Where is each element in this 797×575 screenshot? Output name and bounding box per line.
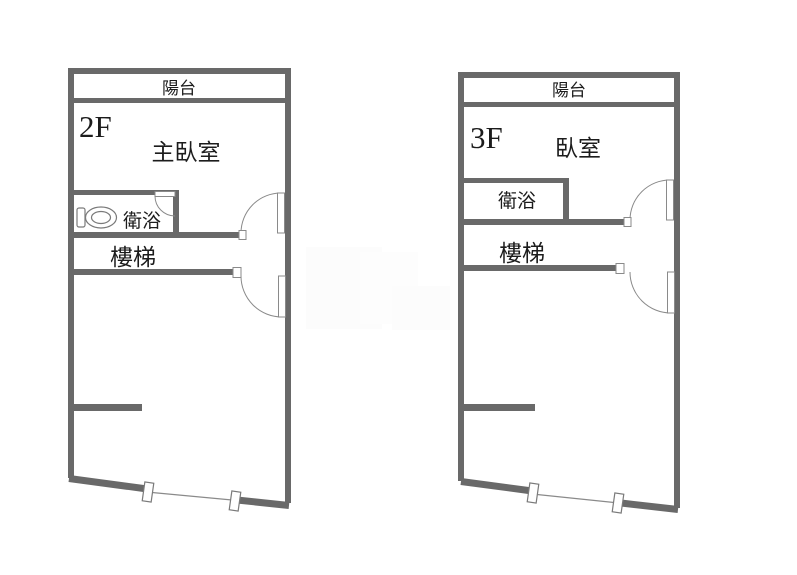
bedroom-label-3f: 臥室 [555,135,601,161]
room-door-arc-3f [629,271,672,314]
door-jamb [623,217,632,227]
room-door-arc-2f [240,275,283,318]
stairs-label-3f: 樓梯 [499,240,545,266]
door-jamb [232,267,242,278]
floor-plan-2f: 陽台 2F 主臥室 衛浴 樓梯 [68,68,291,512]
bathroom-door-leaf-2f [154,191,176,197]
bedroom-label-2f: 主臥室 [152,139,221,165]
bathroom-label-3f: 衛浴 [498,190,536,212]
wall [68,232,245,238]
wall [674,72,680,508]
wall [68,68,291,74]
wall [563,178,569,225]
wall [458,219,630,225]
door-jamb [238,230,247,240]
balcony-wall-3f [464,102,674,107]
bathroom-label-2f: 衛浴 [123,210,161,232]
stub-wall-2f [68,404,142,411]
floor-plan-3f: 陽台 3F 臥室 衛浴 樓梯 [458,72,680,514]
bottom-wall-3f [460,478,679,514]
toilet-icon [76,206,118,229]
balcony-label-3f: 陽台 [552,81,586,100]
bedroom-door-leaf-2f [277,192,285,234]
bedroom-door-arc-3f [629,179,671,221]
bottom-wall-2f [68,475,290,512]
outer-walls-3f [458,72,680,508]
door-post [228,490,242,512]
room-door-leaf-3f [667,271,675,314]
door-post [526,482,540,504]
wall [173,190,179,237]
wall [74,190,179,195]
room-door-leaf-2f [278,275,286,318]
stairs-wall-3f [458,265,623,271]
bathroom-walls-2f [68,190,245,238]
wall [458,72,464,481]
bathroom-walls-3f [458,178,630,225]
wall [458,72,680,78]
wall [285,68,291,503]
watermark [306,247,450,330]
stub-wall-3f [458,404,535,411]
bedroom-door-leaf-3f [666,179,674,221]
balcony-label-2f: 陽台 [162,79,196,98]
door-post [611,492,625,514]
door-jamb [615,263,625,274]
floor-label-3f: 3F [470,120,503,155]
door-post [141,481,155,503]
balcony-wall-2f [74,98,285,103]
stairs-label-2f: 樓梯 [110,244,156,270]
wall [464,178,569,183]
bathroom-door-arc-2f [154,195,176,217]
stairs-wall-2f [68,269,240,275]
floor-label-2f: 2F [79,109,112,144]
bedroom-door-arc-2f [240,192,282,234]
